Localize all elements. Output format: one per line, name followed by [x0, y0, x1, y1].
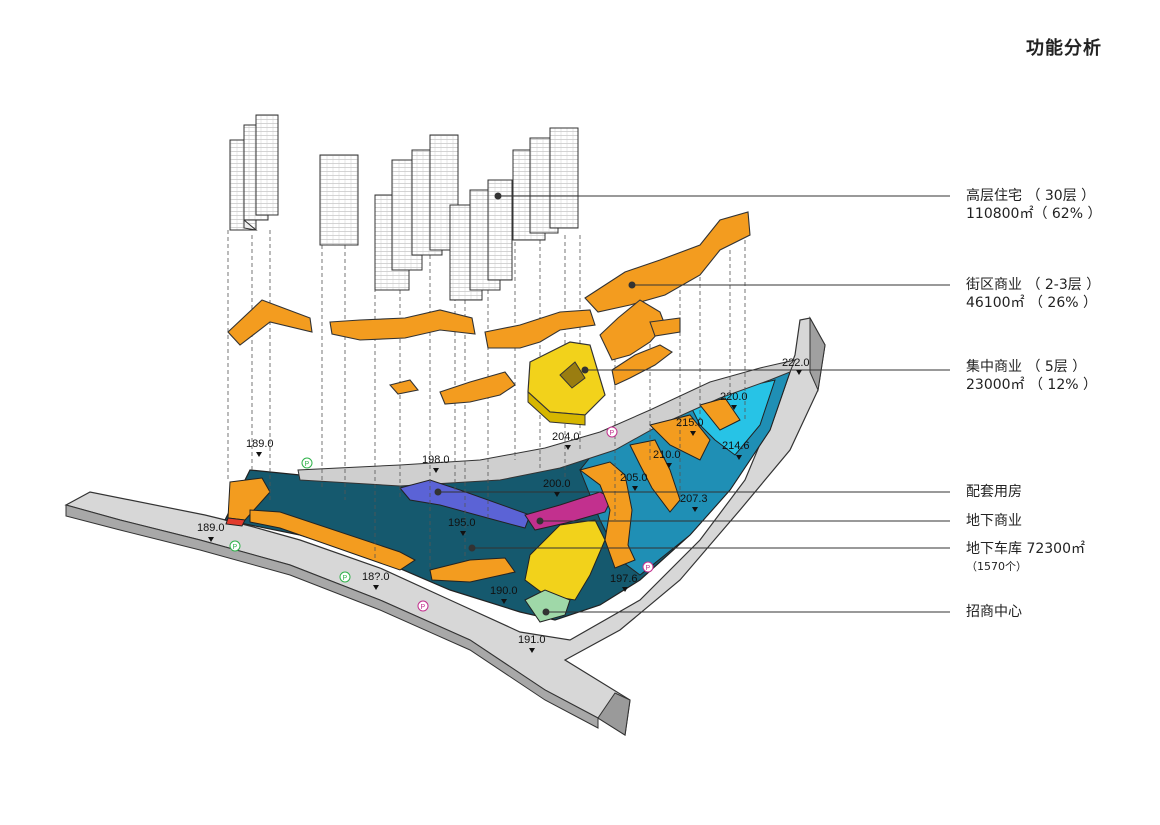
central-retail-base [524, 519, 606, 601]
svg-text:210.0: 210.0 [653, 449, 681, 461]
elevation-210: 210.0 [653, 449, 681, 468]
tower-group-4 [449, 179, 513, 301]
legend-garage-count: （1570个） [966, 560, 1027, 573]
legend-underground-retail: 地下商业 [966, 512, 1022, 530]
svg-text:207.3: 207.3 [680, 493, 708, 505]
legend-garage: 地下车库 72300㎡ （1570个） [966, 540, 1085, 576]
elevation-18x: 18?.0 [362, 571, 390, 590]
elevation-207-3: 207.3 [680, 493, 708, 512]
legend-central-retail-area: 23000㎡ （ 12% ） [966, 377, 1098, 393]
svg-text:204.0: 204.0 [552, 431, 580, 443]
svg-text:P: P [233, 544, 238, 551]
legend-residential-name: 高层住宅 （ 30层 ） [966, 188, 1096, 204]
elevation-190: 190.0 [490, 585, 518, 604]
tower-group-3 [374, 134, 459, 291]
legend-street-retail-area: 46100㎡ （ 26% ） [966, 295, 1098, 311]
svg-text:P: P [646, 565, 651, 572]
legend-support-rooms-name: 配套用房 [966, 484, 1022, 500]
legend-street-retail-name: 街区商业 （ 2-3层 ） [966, 277, 1101, 293]
tower-group-1 [229, 114, 279, 231]
elevation-labels: 222.0 220.0 215.0 214.6 210.0 207.3 205.… [197, 357, 810, 653]
street-retail-blocks [227, 211, 751, 405]
svg-text:P: P [305, 461, 310, 468]
legend-residential-area: 110800㎡（ 62% ） [966, 206, 1102, 222]
svg-text:189.0: 189.0 [246, 438, 274, 450]
central-retail-block [527, 341, 606, 426]
tower-group-5 [512, 127, 579, 241]
svg-text:18?.0: 18?.0 [362, 571, 390, 583]
elevation-200: 200.0 [543, 478, 571, 497]
legend-investment-center-name: 招商中心 [966, 604, 1022, 620]
svg-text:222.0: 222.0 [782, 357, 810, 369]
svg-text:197.6: 197.6 [610, 573, 638, 585]
legend-garage-name: 地下车库 72300㎡ [966, 541, 1085, 557]
elevation-191: 191.0 [518, 634, 546, 653]
svg-text:205.0: 205.0 [620, 472, 648, 484]
parking-icon: P P P [229, 457, 351, 583]
road-base [64, 316, 826, 737]
street-retail-west [227, 477, 271, 521]
svg-text:190.0: 190.0 [490, 585, 518, 597]
street-retail-south [249, 509, 416, 571]
legend-support-rooms: 配套用房 [966, 483, 1022, 501]
svg-text:214.6: 214.6 [722, 440, 750, 452]
parking-icon-pink: P P P [417, 426, 654, 612]
svg-text:215.0: 215.0 [676, 417, 704, 429]
svg-text:189.0: 189.0 [197, 522, 225, 534]
svg-text:198.0: 198.0 [422, 454, 450, 466]
elevation-198: 198.0 [422, 454, 450, 473]
residential-towers [229, 114, 579, 301]
leader-lines [434, 192, 950, 616]
elevation-189-a: 189.0 [246, 438, 274, 457]
legend-central-retail: 集中商业 （ 5层 ） 23000㎡ （ 12% ） [966, 358, 1097, 394]
elevation-205: 205.0 [620, 472, 648, 491]
elevation-189-b: 189.0 [197, 522, 225, 542]
elevation-215: 215.0 [676, 417, 704, 436]
svg-text:195.0: 195.0 [448, 517, 476, 529]
svg-text:220.0: 220.0 [720, 391, 748, 403]
legend-investment-center: 招商中心 [966, 603, 1022, 621]
svg-text:P: P [421, 604, 426, 611]
underground-elements [225, 397, 741, 623]
investment-center [524, 589, 571, 623]
svg-text:P: P [343, 575, 348, 582]
legend-central-retail-name: 集中商业 （ 5层 ） [966, 359, 1087, 375]
elevation-195: 195.0 [448, 517, 476, 536]
elevation-214-6: 214.6 [722, 440, 750, 460]
svg-text:P: P [610, 430, 615, 437]
legend-underground-retail-name: 地下商业 [966, 513, 1022, 529]
elevation-197-6: 197.6 [610, 573, 638, 592]
legend-street-retail: 街区商业 （ 2-3层 ） 46100㎡ （ 26% ） [966, 276, 1100, 312]
site-platform [224, 359, 796, 621]
elevation-220: 220.0 [720, 391, 748, 410]
svg-text:200.0: 200.0 [543, 478, 571, 490]
legend-residential: 高层住宅 （ 30层 ） 110800㎡（ 62% ） [966, 187, 1101, 223]
page-title: 功能分析 [1026, 38, 1102, 59]
parking-markers: P P P P P P [229, 426, 654, 612]
tower-group-2 [319, 154, 359, 246]
elevation-204: 204.0 [552, 431, 580, 450]
svg-text:191.0: 191.0 [518, 634, 546, 646]
elevation-222: 222.0 [782, 357, 810, 375]
